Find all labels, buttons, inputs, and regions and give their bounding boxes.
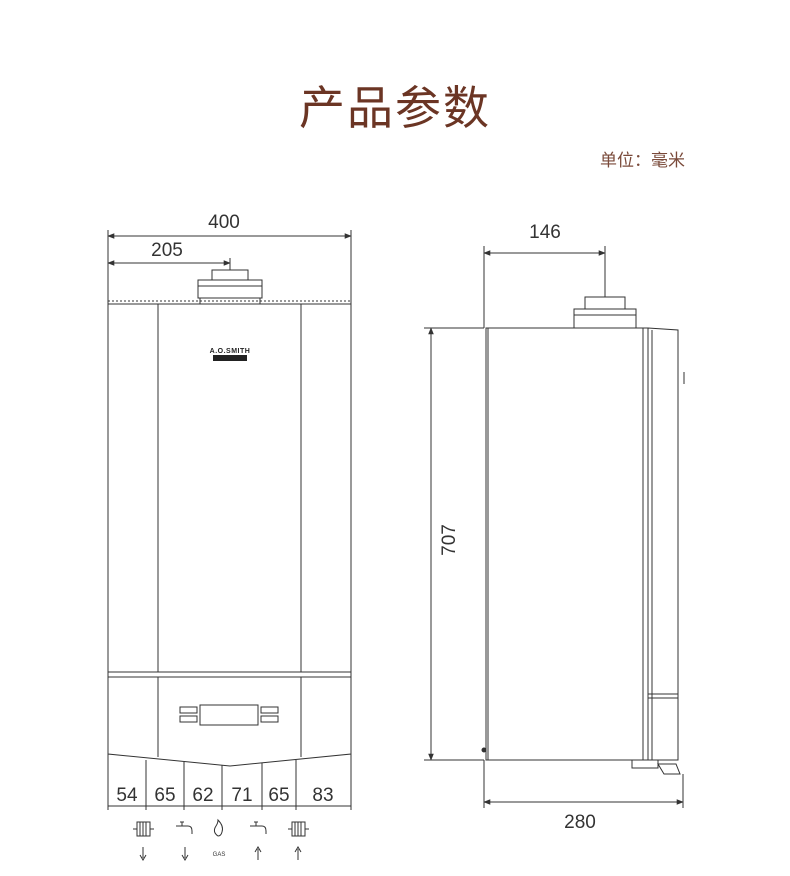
cold-water-inlet-icon — [250, 821, 267, 860]
depth-value: 280 — [564, 812, 596, 833]
display-screen — [199, 704, 259, 726]
connection-icons — [133, 818, 309, 861]
spacing-value: 65 — [268, 785, 289, 806]
control-button — [260, 706, 279, 714]
control-button — [260, 715, 279, 723]
bottom-spacing-values: 54 65 62 71 65 83 — [116, 785, 333, 806]
heating-return-icon — [288, 821, 309, 860]
brand-logo: A.O.SMITH — [210, 348, 251, 361]
spacing-value: 62 — [192, 785, 213, 806]
height-value: 707 — [439, 524, 460, 556]
svg-text:A.O.SMITH: A.O.SMITH — [210, 348, 251, 355]
flue-depth-value: 146 — [529, 222, 561, 243]
spacing-value: 54 — [116, 785, 138, 806]
total-width-value: 400 — [208, 212, 240, 233]
heating-outlet-icon — [133, 821, 154, 861]
gas-label: GAS — [213, 852, 226, 858]
flue-offset-value: 205 — [151, 240, 183, 261]
spacing-value: 71 — [231, 785, 252, 806]
gas-inlet-icon — [213, 818, 223, 837]
front-view — [107, 230, 352, 810]
control-button — [179, 715, 198, 723]
spacing-value: 83 — [312, 785, 333, 806]
spacing-value: 65 — [154, 785, 175, 806]
page-title: 产品参数 — [299, 81, 491, 135]
side-view — [424, 246, 685, 808]
control-button — [179, 706, 198, 714]
hot-water-outlet-icon — [176, 821, 193, 861]
unit-label: 单位：毫米 — [600, 151, 685, 171]
